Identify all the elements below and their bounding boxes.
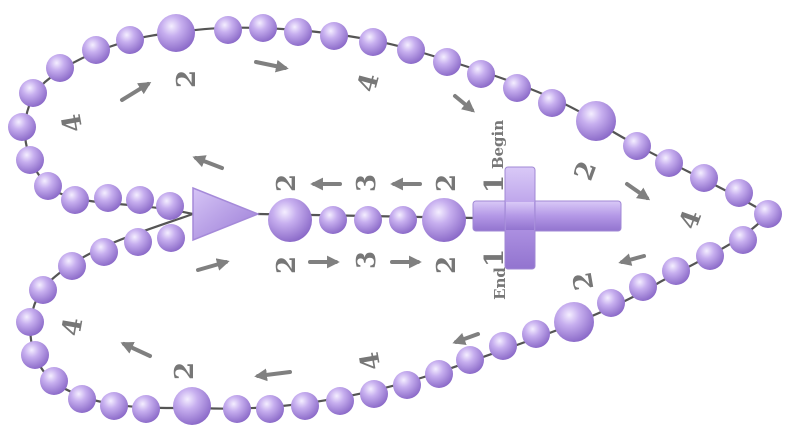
small-bead <box>132 395 160 423</box>
small-bead <box>538 89 566 117</box>
end-label: End <box>490 267 509 300</box>
small-bead <box>8 113 36 141</box>
small-bead <box>46 54 74 82</box>
small-bead <box>319 206 347 234</box>
large-bead <box>157 14 195 52</box>
small-bead <box>522 320 550 348</box>
small-bead <box>397 36 425 64</box>
small-bead <box>729 226 757 254</box>
small-bead <box>655 149 683 177</box>
large-bead <box>422 198 466 242</box>
small-bead <box>82 36 110 64</box>
stem-bottom-count-2b: 2 <box>432 255 463 275</box>
small-bead <box>61 186 89 214</box>
stem-top-count-3: 3 <box>352 173 383 193</box>
small-bead <box>256 395 284 423</box>
stem-top-count-2a: 2 <box>272 173 303 193</box>
small-bead <box>467 60 495 88</box>
arrow-icon <box>452 332 480 345</box>
small-bead <box>214 16 242 44</box>
small-bead <box>754 200 782 228</box>
small-bead <box>34 172 62 200</box>
stem-top-count-2b: 2 <box>432 173 463 193</box>
arrow-icon <box>120 341 152 358</box>
small-bead <box>124 228 152 256</box>
small-bead <box>456 346 484 374</box>
begin-label: Begin <box>489 119 508 170</box>
small-bead <box>433 48 461 76</box>
small-bead <box>662 257 690 285</box>
end-count: 1 <box>480 248 511 268</box>
large-bead <box>173 387 211 425</box>
small-bead <box>100 392 128 420</box>
small-bead <box>725 179 753 207</box>
arrow-icon <box>618 253 646 266</box>
small-bead <box>16 308 44 336</box>
small-bead <box>354 206 382 234</box>
direction-arrows <box>120 59 651 382</box>
large-bead <box>554 302 594 342</box>
count-label-bottom-left: 2 <box>170 361 201 381</box>
small-bead <box>503 74 531 102</box>
large-bead <box>268 198 312 242</box>
small-bead <box>156 192 184 220</box>
small-bead <box>489 332 517 360</box>
small-bead <box>116 26 144 54</box>
small-bead <box>19 79 47 107</box>
small-bead <box>597 289 625 317</box>
small-bead <box>360 380 388 408</box>
small-bead <box>94 184 122 212</box>
small-bead <box>223 395 251 423</box>
small-bead <box>249 14 277 42</box>
small-bead <box>393 371 421 399</box>
small-bead <box>284 18 312 46</box>
arrow-icon <box>120 81 152 102</box>
small-bead <box>157 224 185 252</box>
arrow-icon <box>192 155 224 170</box>
small-bead <box>126 186 154 214</box>
small-bead <box>16 146 44 174</box>
arrow-icon <box>254 368 292 382</box>
large-bead <box>576 101 616 141</box>
arrow-icon <box>453 94 475 113</box>
small-bead <box>58 252 86 280</box>
arrow-icon <box>254 59 289 73</box>
small-bead <box>320 22 348 50</box>
small-bead <box>425 360 453 388</box>
small-bead <box>21 341 49 369</box>
small-bead <box>29 276 57 304</box>
arrow-icon <box>625 182 651 201</box>
small-bead <box>696 242 724 270</box>
count-label-top-left: 2 <box>172 69 203 89</box>
small-bead <box>623 132 651 160</box>
stem-bottom-count-2a: 2 <box>272 255 303 275</box>
arrow-icon <box>196 258 230 272</box>
small-bead <box>629 273 657 301</box>
begin-count: 1 <box>480 174 511 194</box>
small-bead <box>68 385 96 413</box>
small-bead <box>326 387 354 415</box>
small-bead <box>291 392 319 420</box>
small-bead <box>389 206 417 234</box>
small-bead <box>40 367 68 395</box>
rosary-beads <box>8 14 782 425</box>
small-bead <box>90 238 118 266</box>
string-segment <box>199 213 769 410</box>
cross <box>472 166 622 270</box>
stem-bottom-count-3: 3 <box>352 250 383 270</box>
small-bead <box>690 164 718 192</box>
small-bead <box>359 28 387 56</box>
string-segment <box>175 26 769 215</box>
centerpiece-triangle <box>192 186 261 242</box>
